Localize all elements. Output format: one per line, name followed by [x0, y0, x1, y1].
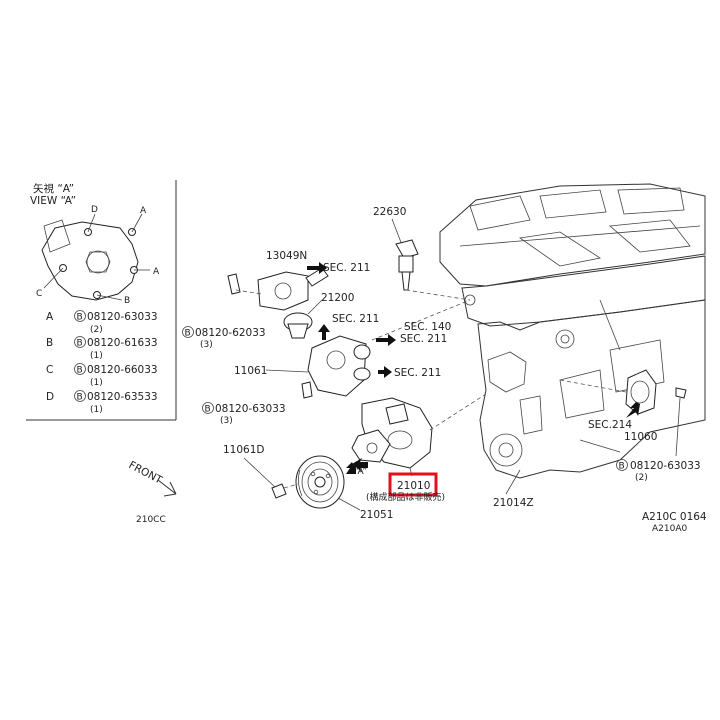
view-a-title: VIEW “A” [30, 195, 76, 207]
pump-flange-outline [41, 221, 139, 301]
svg-text:08120-66033: 08120-66033 [87, 364, 158, 376]
label-cut-text-right: A210A0 [652, 524, 687, 534]
label-13049n: 13049N [266, 250, 307, 262]
svg-text:08120-61633: 08120-61633 [87, 337, 158, 349]
svg-text:C: C [46, 364, 53, 376]
view-point-d: D [91, 205, 98, 215]
label-bolt-63033-right: 08120-63033 [630, 460, 701, 472]
svg-text:(1): (1) [90, 378, 103, 388]
arrow-sec211-a [307, 262, 327, 274]
label-sec211-b: SEC. 211 [332, 313, 379, 325]
svg-text:08120-63533: 08120-63533 [87, 391, 158, 403]
legend-row-a: A B 08120-63033 (2) [46, 310, 158, 335]
part-13049n-cover: 13049N SEC. 211 [257, 250, 370, 311]
svg-text:B: B [619, 462, 625, 472]
view-point-a-top: A [140, 206, 147, 216]
label-21051: 21051 [360, 509, 393, 521]
part-11060-inlet: SEC.214 11060 [559, 369, 657, 443]
front-direction-arrow: FRONT [127, 459, 177, 497]
label-sec211-c: SEC. 211 [400, 333, 447, 345]
part-21051-pulley: 21051 [295, 455, 393, 521]
svg-text:B: B [77, 366, 83, 376]
svg-text:B: B [205, 405, 211, 415]
label-bolt-62033-qty: (3) [200, 340, 213, 350]
svg-text:A: A [46, 311, 54, 323]
label-sec211-a: SEC. 211 [323, 262, 370, 274]
arrow-sec211-c [376, 334, 396, 346]
svg-text:(1): (1) [90, 405, 103, 415]
part-21010-water-pump: “A” 21010 (構成部品は非販売) [346, 393, 487, 503]
legend-row-c: C B 08120-66033 (1) [46, 363, 158, 388]
svg-text:(2): (2) [90, 325, 103, 335]
bolt-08120-62033: B 08120-62033 (3) [182, 273, 266, 350]
svg-text:B: B [46, 337, 53, 349]
svg-text:D: D [46, 391, 54, 403]
label-bolt-63033-right-qty: (2) [635, 473, 648, 483]
highlight-box-21010 [388, 472, 438, 497]
svg-text:08120-63033: 08120-63033 [87, 311, 158, 323]
view-a-title-jp: 矢視 “A” [33, 182, 74, 195]
bolt-08120-63033-right: B 08120-63033 (2) [616, 387, 701, 483]
label-cut-text-bottom: 210CC [136, 515, 166, 525]
arrow-sec214 [626, 402, 640, 418]
view-point-a-right: A [153, 267, 160, 277]
label-view-a-marker: “A” [354, 467, 367, 477]
label-sec140: SEC. 140 [404, 321, 451, 333]
part-21200-thermostat: 21200 SEC. 211 [283, 292, 379, 340]
label-bolt-63033-left: 08120-63033 [215, 403, 286, 415]
svg-text:B: B [77, 313, 83, 323]
label-sec211-d: SEC. 211 [394, 367, 441, 379]
label-11060: 11060 [624, 431, 657, 443]
engine-block-illustration [439, 183, 706, 479]
part-11061d-bolt: 11061D [223, 444, 299, 499]
label-22630: 22630 [373, 206, 406, 218]
svg-text:B: B [77, 393, 83, 403]
label-sec214: SEC.214 [588, 419, 632, 431]
svg-text:B: B [77, 339, 83, 349]
label-front: FRONT [127, 459, 165, 487]
label-21200: 21200 [321, 292, 354, 304]
view-point-b: B [124, 296, 130, 306]
legend-row-d: D B 08120-63533 (1) [46, 390, 158, 415]
svg-text:(1): (1) [90, 351, 103, 361]
arrow-pulley [352, 458, 368, 472]
arrow-sec211-d [378, 366, 392, 378]
svg-text:B: B [185, 329, 191, 339]
part-22630-sensor: 22630 [373, 206, 471, 301]
label-11061: 11061 [234, 365, 267, 377]
label-21014z: 21014Z [493, 497, 534, 509]
label-diagram-code: A210C 0164 [642, 511, 707, 523]
label-11061d: 11061D [223, 444, 265, 456]
bolt-08120-63033-left: B 08120-63033 (3) [202, 381, 313, 426]
part-11061-water-outlet: 11061 SEC. 211 SEC. 211 SEC. 140 [234, 299, 471, 397]
legend-row-b: B B 08120-61633 (1) [46, 336, 158, 361]
view-point-c: C [36, 289, 42, 299]
label-bolt-62033: 08120-62033 [195, 327, 266, 339]
view-a-panel: 矢視 “A” VIEW “A” D A A C B A B 08120-6303… [26, 180, 177, 421]
label-bolt-63033-left-qty: (3) [220, 416, 233, 426]
label-21010: 21010 [397, 480, 430, 492]
arrow-sec211-b [318, 324, 330, 340]
label-assembly-note: (構成部品は非販売) [366, 491, 445, 503]
